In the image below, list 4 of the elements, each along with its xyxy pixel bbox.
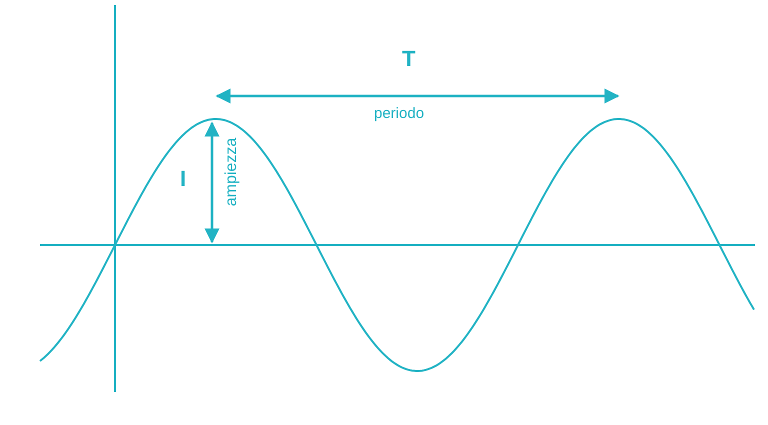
amplitude-label: ampiezza: [224, 138, 240, 206]
amplitude-symbol: I: [180, 168, 186, 190]
period-label: periodo: [374, 106, 424, 121]
period-symbol: T: [402, 48, 416, 70]
